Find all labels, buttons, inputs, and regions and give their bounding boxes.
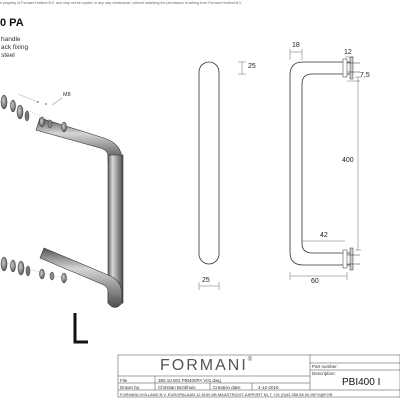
drawing-title: 0 PA [0,17,24,29]
description-line-3: steel [1,52,15,59]
dim-front-top: 25 [248,63,256,70]
file-label: File [120,378,128,383]
dim-side-height: 400 [342,157,354,164]
hex-key [73,313,88,344]
dim-side-top-inner: 12 [344,49,352,56]
handle-bottom-arm [39,247,123,308]
side-view [289,49,361,280]
top-fixing-stack [0,93,71,133]
description-line-1: handle [1,36,21,43]
file-value: 380.10.001 PBI400PA V01.dwg [158,378,221,383]
brand-name: FORMANI [160,357,248,374]
dim-side-bottom-width: 60 [311,278,319,285]
front-bar-outline [198,61,220,265]
callout-m8: M8 [63,92,71,98]
description-line-2: ack fixing [1,44,29,51]
front-view [198,61,246,290]
dim-side-inner-width: 42 [320,232,328,239]
brand-logo: FORMANI® [160,357,254,375]
creation-label: Creation date: [213,385,242,390]
dim-side-top-outer: 18 [292,42,300,49]
side-u-inner [301,73,352,254]
part-label: Part number: [312,364,339,369]
description-label: Description: [312,371,336,376]
handle-3d-view [0,93,124,344]
disclaimer-text: e property of Formani Holland B.V. and m… [0,1,243,5]
title-block-frame [117,354,400,398]
dim-side-right: 7,5 [360,72,370,79]
brand-mark: ® [247,357,255,363]
part-number: PBI400 I [342,377,381,388]
drawn-value: Christian Brinkhuis [158,385,196,390]
creation-value: 4-12-2016 [258,385,279,390]
dim-front-bottom: 25 [202,277,210,284]
footer-address: FORMANI HOLLAND B.V. EUROPALAAN 12 6199 … [120,392,333,397]
bottom-fixing-stack [0,256,71,284]
drawn-label: Drawn by: [120,385,141,390]
side-u-outer [289,61,352,266]
